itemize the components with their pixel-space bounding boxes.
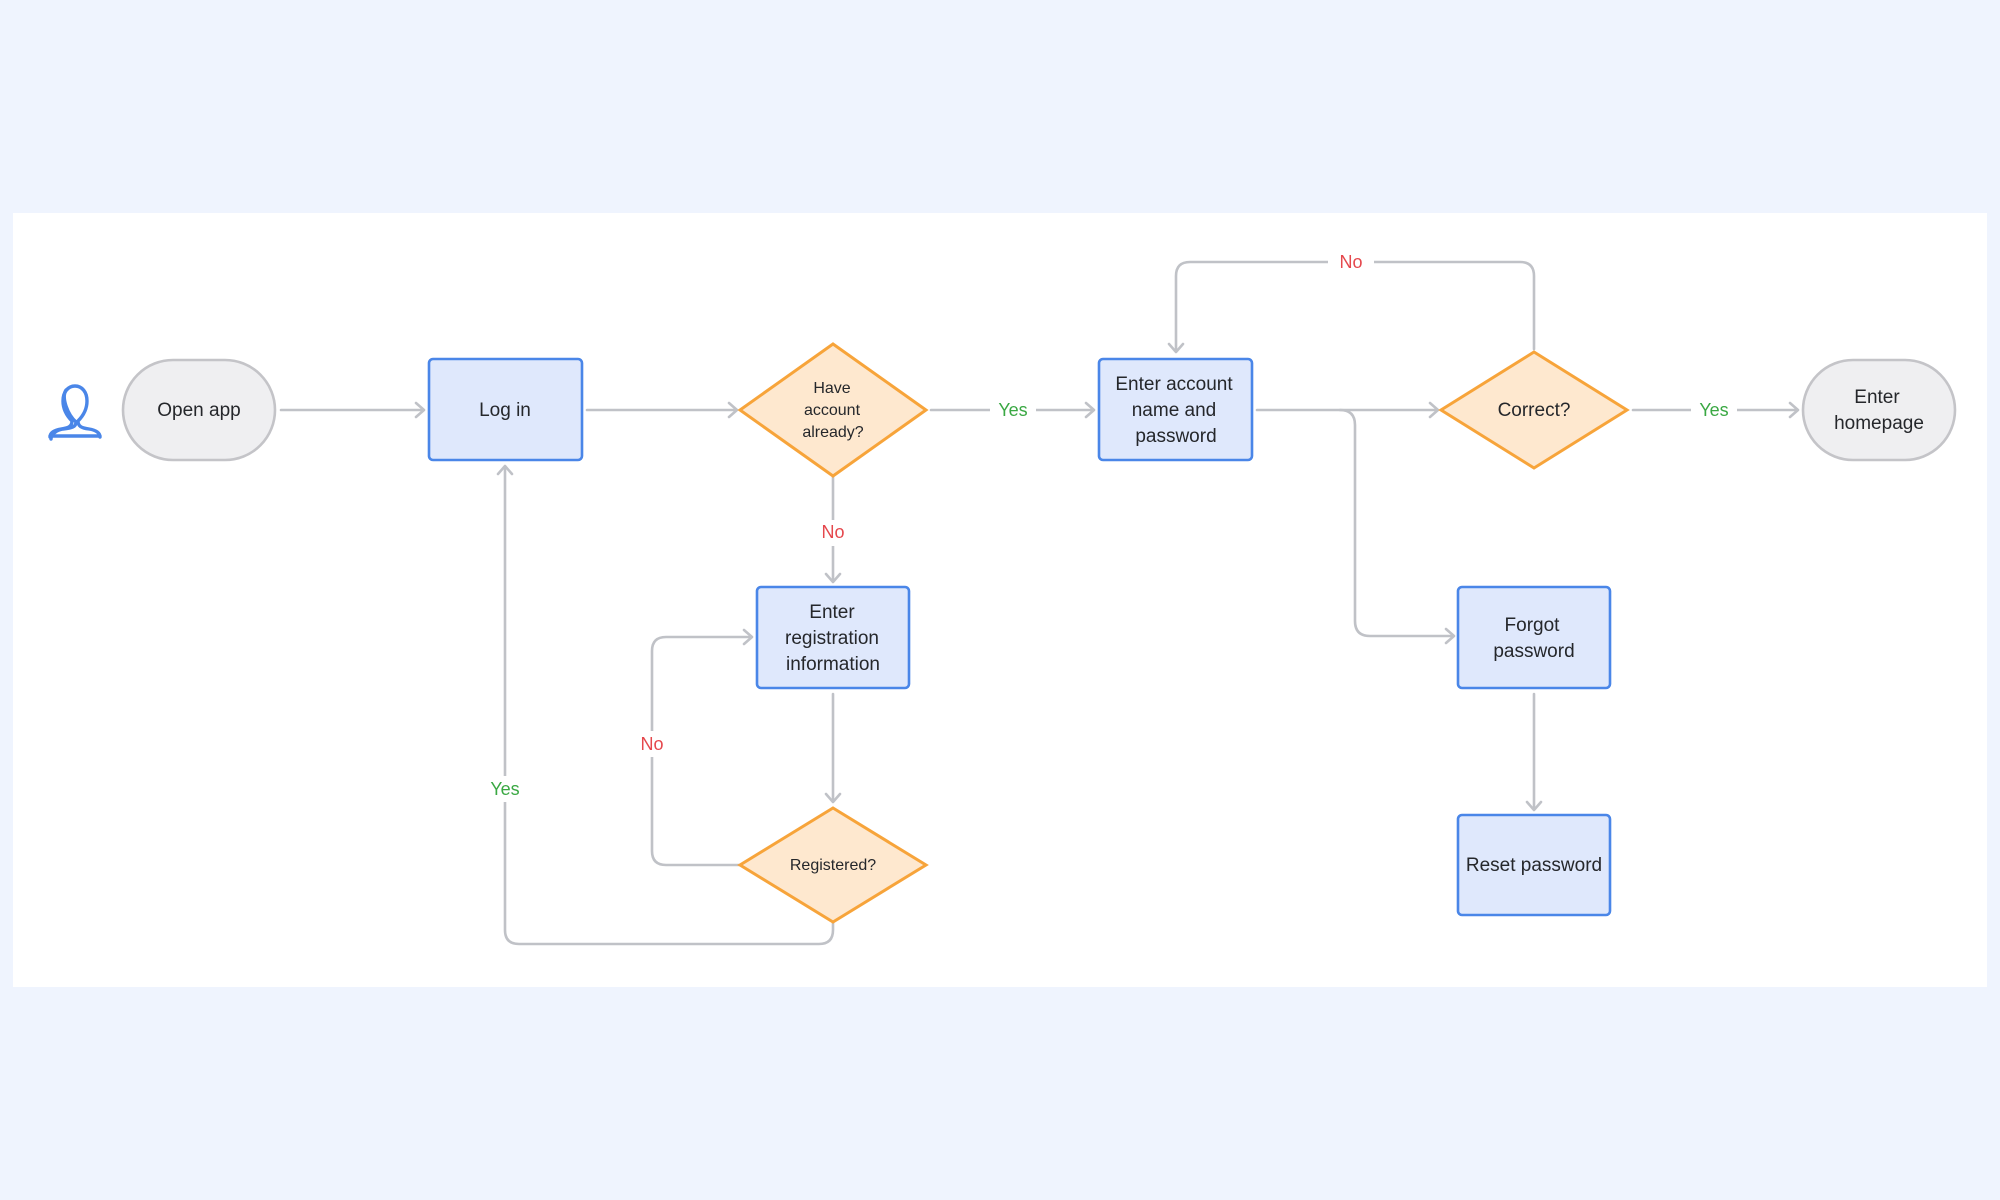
node-label: Correct? [1498, 400, 1571, 421]
connector-registered-yes-to-log-in [503, 466, 835, 946]
node-label-line: Enter account [1115, 374, 1233, 395]
arrowhead-right [1084, 401, 1096, 419]
node-open-app: Open app [121, 358, 277, 462]
decision-shape [737, 342, 929, 478]
arrowhead-down [824, 572, 842, 584]
edge-label-registered-no: No [640, 734, 663, 754]
node-forgot-password: Forgot password [1456, 585, 1612, 690]
process-shape [755, 585, 911, 690]
node-reset-password: Reset password [1456, 813, 1612, 917]
edge-label-correct-yes: Yes [1699, 400, 1728, 420]
node-label-line: password [1135, 426, 1216, 447]
node-label: Log in [479, 400, 531, 421]
node-enter-credentials: Enter account name and password [1097, 357, 1254, 462]
edge-label-correct-no: No [1339, 252, 1362, 272]
node-label-line: Enter [809, 602, 855, 623]
arrowhead-right [727, 401, 739, 419]
arrowhead-down [1525, 800, 1543, 812]
arrowheads [414, 342, 1800, 812]
node-label: Open app [157, 400, 240, 421]
node-label-line: name and [1132, 400, 1217, 421]
edge-label-have-account-no: No [821, 522, 844, 542]
node-label-line: already? [802, 424, 863, 441]
node-label: Reset password [1466, 855, 1602, 876]
user-icon [48, 384, 102, 441]
process-shape [1456, 813, 1612, 917]
process-shape [1097, 357, 1254, 462]
connector-credentials-to-forgot-password [1338, 408, 1454, 638]
node-correct: Correct? [1438, 350, 1630, 470]
terminal-shape [121, 358, 277, 462]
decision-shape [737, 806, 929, 924]
process-shape [1456, 585, 1612, 690]
edge-label-have-account-yes: Yes [998, 400, 1027, 420]
arrowhead-right [1444, 627, 1456, 645]
connectors [279, 260, 1798, 946]
node-label-line: Enter [1854, 387, 1900, 408]
arrowhead-up [496, 464, 514, 476]
decision-shape [1438, 350, 1630, 470]
node-label-line: information [786, 654, 880, 675]
process-shape [427, 357, 584, 462]
arrowhead-right [1788, 401, 1800, 419]
arrowhead-right [1428, 401, 1440, 419]
arrowhead-down [824, 792, 842, 804]
edge-label-registered-yes: Yes [490, 779, 519, 799]
node-label-line: homepage [1834, 413, 1924, 434]
arrowhead-down [1167, 342, 1185, 354]
node-have-account: Have account already? [737, 342, 929, 478]
node-label-line: Have [813, 380, 850, 397]
diagram-canvas [13, 213, 1987, 987]
node-registered: Registered? [737, 806, 929, 924]
node-label-line: registration [785, 628, 879, 649]
node-label-line: Forgot [1505, 615, 1561, 636]
node-label-line: password [1493, 641, 1574, 662]
node-enter-homepage: Enter homepage [1801, 358, 1957, 462]
terminal-shape [1801, 358, 1957, 462]
arrowhead-right [414, 401, 426, 419]
node-log-in: Log in [427, 357, 584, 462]
node-label-line: account [804, 402, 861, 419]
node-label: Registered? [790, 857, 876, 874]
arrowhead-right [742, 628, 754, 646]
node-enter-registration: Enter registration information [755, 585, 911, 690]
edge-labels: Yes No Yes No No Yes [482, 249, 1737, 802]
